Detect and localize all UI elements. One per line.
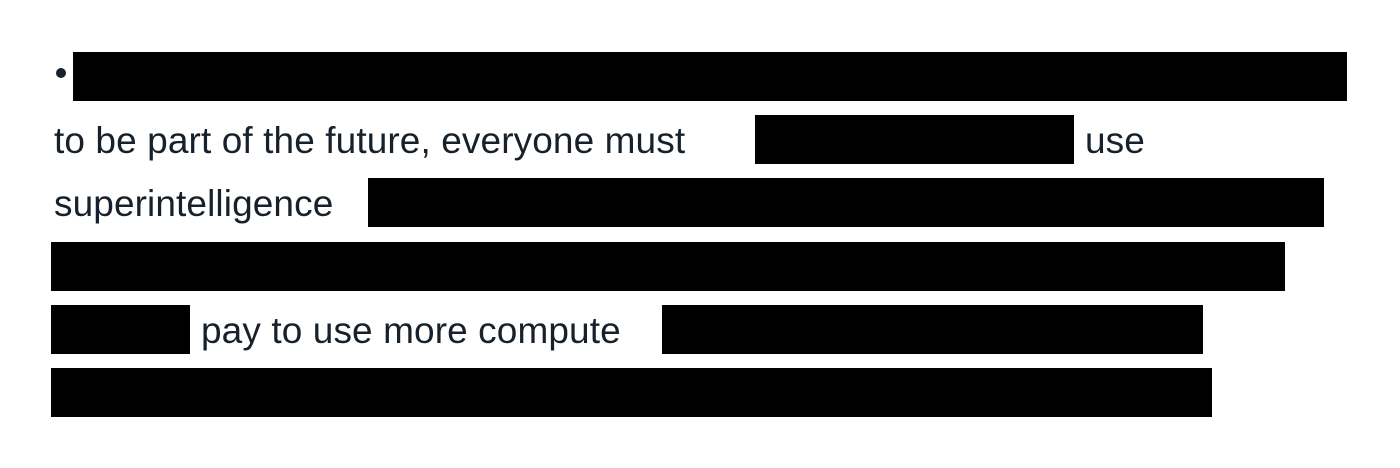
- text-line: to be part of the future, everyone must …: [0, 115, 1400, 167]
- redaction-block: [755, 115, 1074, 164]
- redaction-block: [662, 305, 1203, 354]
- redaction-block: [51, 305, 190, 354]
- redaction-block: [368, 178, 1324, 227]
- text-line: superintelligence: [0, 178, 1400, 230]
- text-segment: use: [1085, 120, 1145, 161]
- redacted-line: [0, 242, 1400, 294]
- text-line: pay to use more compute: [0, 305, 1400, 357]
- redaction-block: [73, 52, 1347, 101]
- text-segment: to be part of the future, everyone must: [54, 120, 686, 161]
- text-segment: pay to use more compute: [201, 310, 621, 351]
- bullet-line: [0, 52, 1400, 104]
- redaction-block: [51, 368, 1212, 417]
- redacted-line: [0, 368, 1400, 420]
- redaction-block: [51, 242, 1285, 291]
- bullet-dot: [56, 68, 66, 78]
- text-segment: superintelligence: [54, 183, 334, 224]
